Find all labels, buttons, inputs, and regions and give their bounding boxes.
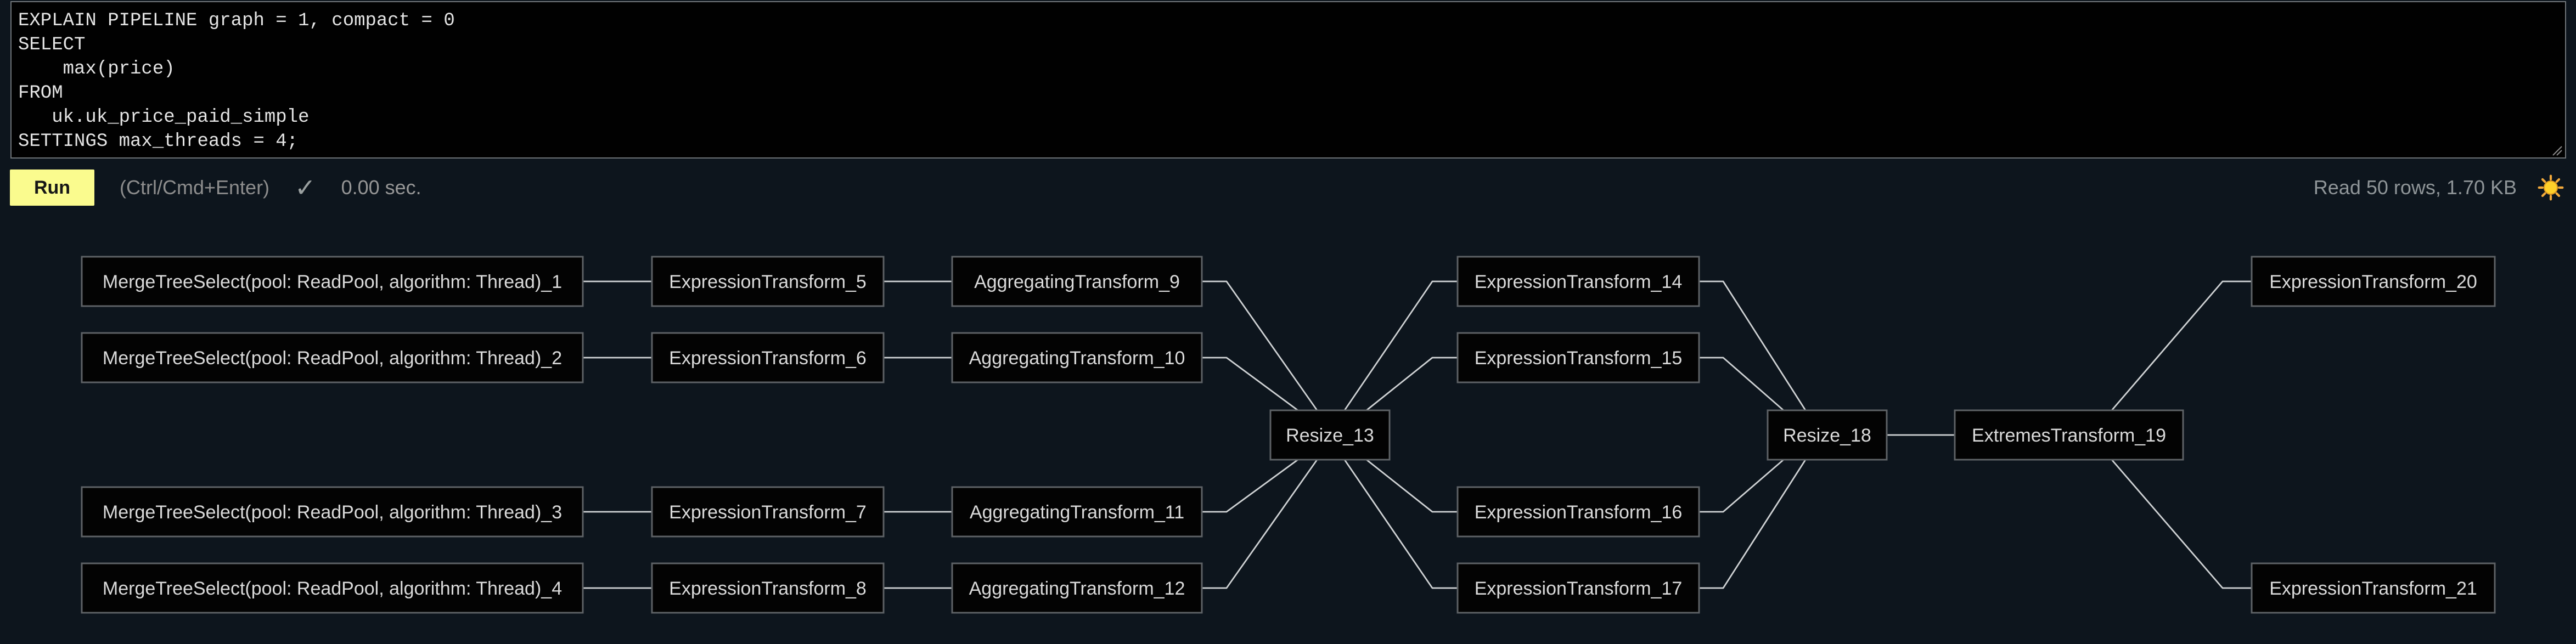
- graph-node-label: ExpressionTransform_16: [1475, 502, 1683, 523]
- graph-node-label: MergeTreeSelect(pool: ReadPool, algorith…: [103, 502, 562, 523]
- toolbar-right: Read 50 rows, 1.70 KB: [2314, 174, 2564, 201]
- graph-edge-n13-n14: [1343, 280, 1458, 411]
- graph-node-n12: AggregatingTransform_12: [951, 562, 1203, 614]
- graph-node-n16: ExpressionTransform_16: [1456, 486, 1700, 538]
- graph-edge-n12-n13: [1202, 459, 1318, 589]
- graph-node-n11: AggregatingTransform_11: [951, 486, 1203, 538]
- graph-node-n2: MergeTreeSelect(pool: ReadPool, algorith…: [81, 332, 584, 383]
- graph-edge-n19-n21: [2111, 459, 2252, 589]
- elapsed-time: 0.00 sec.: [341, 176, 421, 199]
- graph-node-label: Resize_18: [1783, 425, 1871, 446]
- toolbar: Run (Ctrl/Cmd+Enter) ✓ 0.00 sec. Read 50…: [0, 165, 2576, 211]
- success-check-icon: ✓: [295, 173, 316, 202]
- graph-node-label: ExpressionTransform_15: [1475, 348, 1683, 369]
- graph-edge-n14-n18: [1699, 280, 1807, 411]
- graph-node-n13: Resize_13: [1269, 409, 1391, 461]
- graph-node-label: ExtremesTransform_19: [1972, 425, 2166, 446]
- graph-edge-n13-n16: [1366, 459, 1458, 513]
- theme-toggle-sun-icon: [2538, 174, 2564, 201]
- graph-node-n18: Resize_18: [1767, 409, 1888, 461]
- graph-node-n4: MergeTreeSelect(pool: ReadPool, algorith…: [81, 562, 584, 614]
- graph-node-n8: ExpressionTransform_8: [651, 562, 885, 614]
- graph-edge-n13-n17: [1343, 459, 1458, 589]
- graph-node-label: MergeTreeSelect(pool: ReadPool, algorith…: [103, 272, 562, 292]
- graph-node-n9: AggregatingTransform_9: [951, 256, 1203, 307]
- graph-node-label: AggregatingTransform_11: [970, 502, 1184, 523]
- graph-edge-n16-n18: [1699, 459, 1784, 513]
- graph-node-label: ExpressionTransform_20: [2269, 272, 2477, 292]
- graph-node-label: AggregatingTransform_10: [969, 348, 1185, 369]
- graph-node-label: AggregatingTransform_9: [974, 272, 1180, 292]
- graph-node-label: ExpressionTransform_6: [669, 348, 867, 369]
- graph-node-n1: MergeTreeSelect(pool: ReadPool, algorith…: [81, 256, 584, 307]
- graph-node-n7: ExpressionTransform_7: [651, 486, 885, 538]
- graph-node-n3: MergeTreeSelect(pool: ReadPool, algorith…: [81, 486, 584, 538]
- graph-edge-n10-n13: [1202, 357, 1298, 411]
- graph-node-label: Resize_13: [1286, 425, 1374, 446]
- query-stats: Read 50 rows, 1.70 KB: [2313, 176, 2517, 199]
- graph-node-n14: ExpressionTransform_14: [1456, 256, 1700, 307]
- theme-toggle-button[interactable]: [2538, 174, 2564, 201]
- graph-node-label: MergeTreeSelect(pool: ReadPool, algorith…: [103, 348, 562, 369]
- graph-node-n21: ExpressionTransform_21: [2251, 562, 2496, 614]
- graph-node-label: ExpressionTransform_21: [2269, 578, 2477, 599]
- run-button[interactable]: Run: [10, 170, 94, 206]
- graph-edge-n11-n13: [1202, 459, 1298, 513]
- graph-edge-n17-n18: [1699, 459, 1807, 589]
- graph-node-label: ExpressionTransform_5: [669, 272, 867, 292]
- sql-editor[interactable]: EXPLAIN PIPELINE graph = 1, compact = 0 …: [10, 1, 2566, 159]
- graph-node-label: MergeTreeSelect(pool: ReadPool, algorith…: [103, 578, 562, 599]
- graph-node-n10: AggregatingTransform_10: [951, 332, 1203, 383]
- graph-node-n15: ExpressionTransform_15: [1456, 332, 1700, 383]
- graph-node-n20: ExpressionTransform_20: [2251, 256, 2496, 307]
- graph-node-n17: ExpressionTransform_17: [1456, 562, 1700, 614]
- graph-node-label: ExpressionTransform_17: [1475, 578, 1683, 599]
- graph-node-label: ExpressionTransform_7: [669, 502, 867, 523]
- graph-edge-n19-n20: [2111, 280, 2252, 411]
- graph-node-label: ExpressionTransform_14: [1475, 272, 1683, 292]
- graph-node-n5: ExpressionTransform_5: [651, 256, 885, 307]
- graph-node-n19: ExtremesTransform_19: [1954, 409, 2184, 461]
- toolbar-left: Run (Ctrl/Cmd+Enter) ✓ 0.00 sec.: [10, 170, 421, 206]
- graph-edge-n15-n18: [1699, 357, 1784, 411]
- graph-edge-n13-n15: [1366, 357, 1458, 411]
- graph-node-label: ExpressionTransform_8: [669, 578, 867, 599]
- graph-edge-n9-n13: [1202, 280, 1318, 411]
- graph-node-label: AggregatingTransform_12: [969, 578, 1185, 599]
- run-shortcut-hint: (Ctrl/Cmd+Enter): [120, 176, 270, 199]
- graph-node-n6: ExpressionTransform_6: [651, 332, 885, 383]
